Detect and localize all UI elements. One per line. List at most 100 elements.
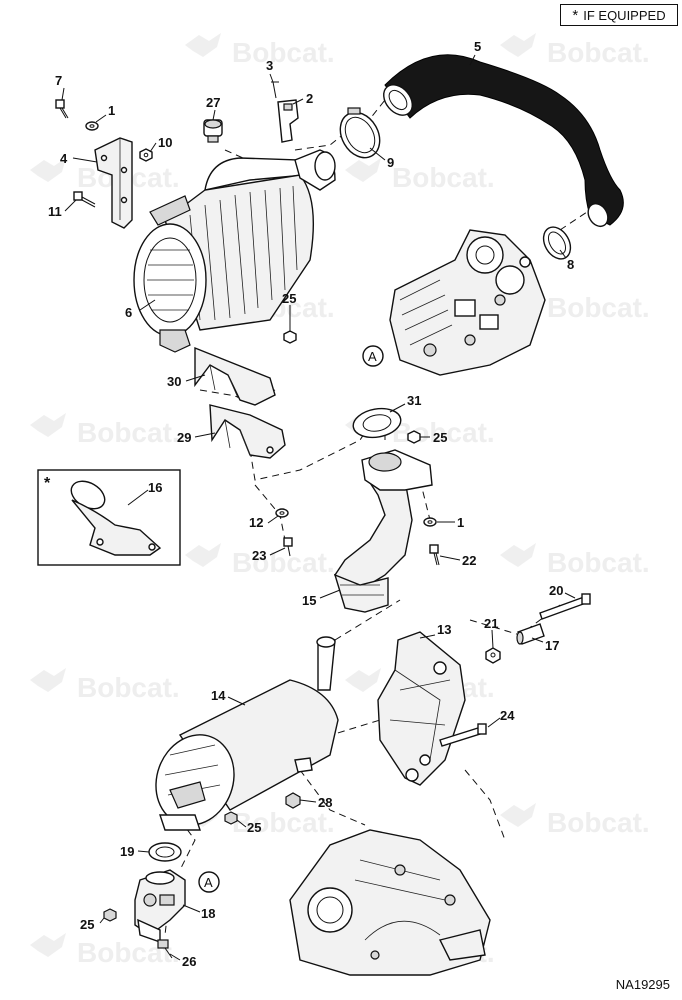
svg-text:Bobcat.: Bobcat.	[392, 162, 495, 193]
callout-26: 26	[182, 954, 196, 969]
part-13-mounting-bracket	[377, 631, 466, 786]
part-25-nut-lower	[103, 908, 117, 922]
part-30-heat-shield	[194, 346, 276, 406]
callout-16: 16	[148, 480, 162, 495]
part-6-air-cleaner	[133, 149, 336, 353]
callout-9: 9	[387, 155, 394, 170]
part-9-clamp	[339, 107, 381, 159]
svg-text:*: *	[44, 475, 51, 492]
callout-19: 19	[120, 844, 134, 859]
callout-25: 25	[80, 917, 94, 932]
document-number: NA19295	[615, 977, 670, 992]
callout-25: 25	[282, 291, 296, 306]
callout-12: 12	[249, 515, 263, 530]
part-28-nut	[285, 792, 301, 809]
part-12-washer	[275, 508, 289, 518]
callout-10: 10	[158, 135, 172, 150]
callout-31: 31	[407, 393, 421, 408]
part-1-washer-lower	[423, 517, 437, 527]
part-19-gasket	[148, 842, 182, 862]
part-25-nut-lower-mid	[224, 811, 238, 825]
view-reference-a-lower: A	[198, 871, 220, 893]
part-27-sensor	[203, 119, 223, 143]
watermark: Bobcat.	[500, 803, 650, 838]
callout-6: 6	[125, 305, 132, 320]
callout-27: 27	[206, 95, 220, 110]
part-23-bolt	[283, 537, 293, 557]
callout-25: 25	[433, 430, 447, 445]
callout-24: 24	[500, 708, 515, 723]
callout-4: 4	[60, 151, 68, 166]
svg-text:A: A	[368, 349, 377, 364]
part-21-nut	[485, 647, 501, 664]
part-25-nut-upper	[283, 330, 297, 344]
callout-28: 28	[318, 795, 332, 810]
watermark: Bobcat.	[185, 33, 335, 68]
callout-25: 25	[247, 820, 261, 835]
part-20-bolt	[539, 593, 591, 620]
part-4-bracket	[94, 137, 133, 229]
if-equipped-legend: * IF EQUIPPED	[560, 4, 678, 26]
part-1-washer-upper	[85, 121, 99, 131]
view-reference-a-upper: A	[362, 345, 384, 367]
svg-text:Bobcat.: Bobcat.	[547, 807, 650, 838]
part-7-bolt	[55, 99, 69, 119]
leader-lines	[61, 54, 576, 961]
callout-18: 18	[201, 906, 215, 921]
callout-2: 2	[306, 91, 313, 106]
part-18-valve-assembly	[134, 869, 186, 943]
part-11-bolt	[73, 191, 96, 208]
callout-1: 1	[108, 103, 115, 118]
part-29-heat-shield	[209, 404, 286, 459]
optional-part-box: *	[37, 469, 181, 566]
callout-21: 21	[484, 616, 498, 631]
part-15-exhaust-pipe	[333, 449, 433, 613]
svg-text:Bobcat.: Bobcat.	[77, 417, 180, 448]
turbocharger-manifold-assembly	[389, 229, 546, 376]
callout-14: 14	[211, 688, 226, 703]
watermark: Bobcat.	[30, 413, 180, 448]
svg-text:Bobcat.: Bobcat.	[547, 37, 650, 68]
part-22-bolt	[429, 544, 440, 566]
callout-labels: 7 1 4 10 11 3 27 2 5 9 8 6 25 30 29 31 2…	[48, 39, 574, 969]
callout-1: 1	[457, 515, 464, 530]
callout-23: 23	[252, 548, 266, 563]
part-24-bolt	[439, 723, 487, 747]
part-14-exhaust-aftertreatment	[155, 636, 339, 831]
callout-3: 3	[266, 58, 273, 73]
watermark: Bobcat.	[500, 543, 650, 578]
watermark: Bobcat.	[185, 543, 335, 578]
part-26-bolt	[157, 939, 173, 959]
svg-text:Bobcat.: Bobcat.	[77, 672, 180, 703]
watermark: Bobcat.	[500, 33, 650, 68]
svg-text:Bobcat.: Bobcat.	[547, 292, 650, 323]
callout-15: 15	[302, 593, 316, 608]
svg-text:Bobcat.: Bobcat.	[392, 417, 495, 448]
part-10-nut	[139, 148, 153, 162]
part-3-screw	[271, 81, 279, 99]
callout-17: 17	[545, 638, 559, 653]
callout-30: 30	[167, 374, 181, 389]
callout-7: 7	[55, 73, 62, 88]
callout-20: 20	[549, 583, 563, 598]
if-equipped-symbol: *	[572, 6, 579, 24]
svg-text:Bobcat.: Bobcat.	[547, 547, 650, 578]
part-31-gasket	[352, 407, 402, 439]
engine-housing	[289, 829, 491, 976]
svg-text:A: A	[204, 875, 213, 890]
callout-11: 11	[48, 204, 62, 219]
svg-text:Bobcat.: Bobcat.	[232, 547, 335, 578]
if-equipped-label: IF EQUIPPED	[583, 7, 666, 23]
part-16-exhaust-elbow	[70, 480, 162, 556]
callout-22: 22	[462, 553, 476, 568]
part-2-sensor	[277, 99, 299, 143]
part-8-clamp	[542, 226, 572, 260]
callout-13: 13	[437, 622, 451, 637]
callout-8: 8	[567, 257, 574, 272]
watermark: Bobcat.	[30, 668, 180, 703]
part-5-hose	[383, 54, 624, 228]
svg-text:Bobcat.: Bobcat.	[232, 807, 335, 838]
part-25-nut-mid	[407, 430, 421, 444]
callout-5: 5	[474, 39, 481, 54]
